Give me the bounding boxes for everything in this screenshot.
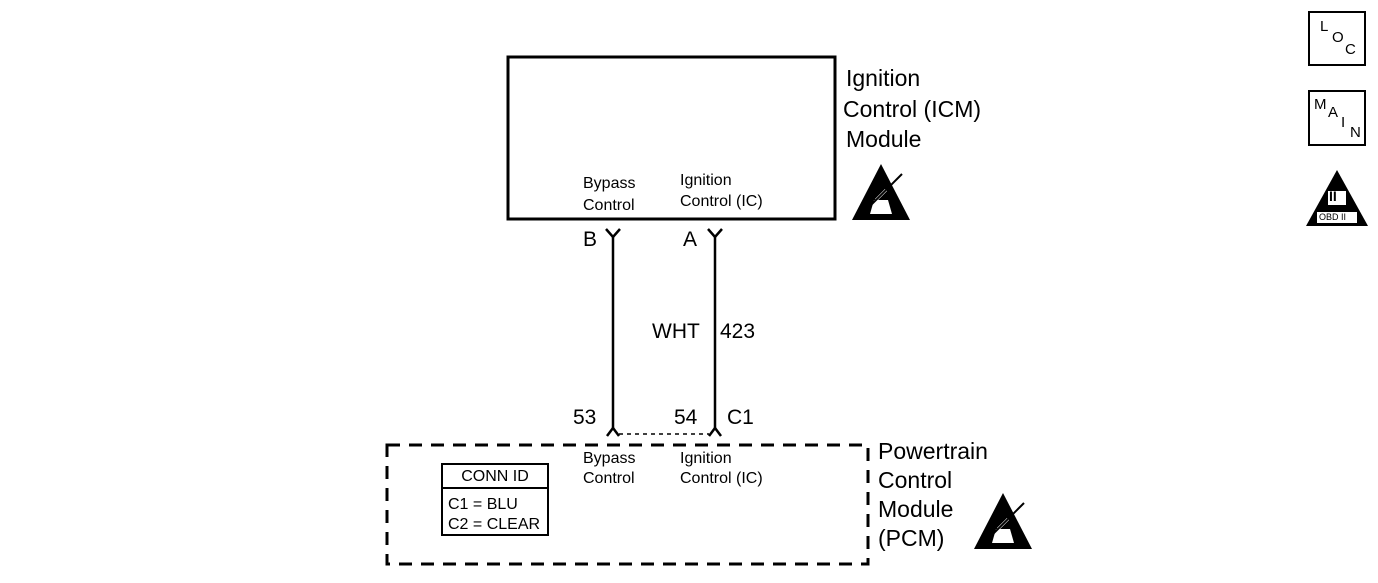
- icm-name-line1: Ignition: [846, 65, 921, 91]
- loc-button[interactable]: L O C: [1308, 11, 1366, 66]
- main-button[interactable]: M A I N: [1308, 90, 1366, 146]
- main-letter-n: N: [1350, 124, 1361, 141]
- icm-name-line2: Control (ICM): [843, 96, 982, 122]
- pcm-name-line2: Control: [878, 467, 953, 493]
- pcm-pin-53: 53: [573, 406, 597, 429]
- icm-pin-b-label-line2: Control: [583, 197, 635, 214]
- esd-warning-icon-icm: [852, 164, 910, 220]
- loc-letter-c: C: [1345, 41, 1356, 58]
- pcm-pin-53-connector: [606, 425, 620, 437]
- pcm-name-line3: Module: [878, 496, 954, 522]
- icm-module-box: [506, 55, 837, 221]
- icm-pin-b-label-line1: Bypass: [583, 175, 636, 192]
- loc-letter-o: O: [1332, 29, 1344, 46]
- wire-circuit-label: 423: [720, 320, 756, 343]
- icm-name-line3: Module: [846, 126, 922, 152]
- icm-pin-a-label-line1: Ignition: [680, 172, 732, 189]
- pcm-module-box: [385, 443, 870, 566]
- obd-roman-numeral: II: [1329, 188, 1337, 204]
- pcm-pin-54-label-line1: Ignition: [680, 450, 732, 467]
- pcm-pin-54-label-line2: Control (IC): [680, 470, 763, 487]
- pcm-pin-54: 54: [674, 406, 698, 429]
- main-letter-m: M: [1314, 96, 1327, 113]
- pcm-name-line4: (PCM): [878, 525, 945, 551]
- obd-ii-icon: [1306, 170, 1368, 226]
- icm-pin-a-connector: [707, 228, 723, 239]
- conn-id-row-c2: C2 = CLEAR: [448, 516, 541, 533]
- pcm-pin-53-label-line1: Bypass: [583, 450, 636, 467]
- conn-id-row-c1: C1 = BLU: [448, 496, 518, 513]
- pcm-pin-53-label-line2: Control: [583, 470, 635, 487]
- wire-color-label: WHT: [652, 320, 700, 343]
- main-letter-a: A: [1328, 104, 1339, 121]
- pcm-connector-c1: C1: [727, 406, 754, 429]
- icm-pin-b: B: [583, 228, 598, 251]
- pcm-pin-54-connector: [708, 425, 722, 437]
- obd-label[interactable]: OBD II: [1319, 212, 1347, 222]
- esd-warning-icon-pcm: [974, 493, 1032, 549]
- loc-letter-l: L: [1320, 18, 1329, 35]
- main-letter-i: I: [1341, 114, 1346, 131]
- conn-id-table: CONN ID C1 = BLU C2 = CLEAR: [441, 463, 549, 536]
- conn-id-title: CONN ID: [443, 465, 547, 489]
- icm-pin-a: A: [683, 228, 698, 251]
- icm-pin-a-label-line2: Control (IC): [680, 193, 763, 210]
- pcm-name-line1: Powertrain: [878, 438, 988, 464]
- icm-pin-b-connector: [605, 228, 621, 239]
